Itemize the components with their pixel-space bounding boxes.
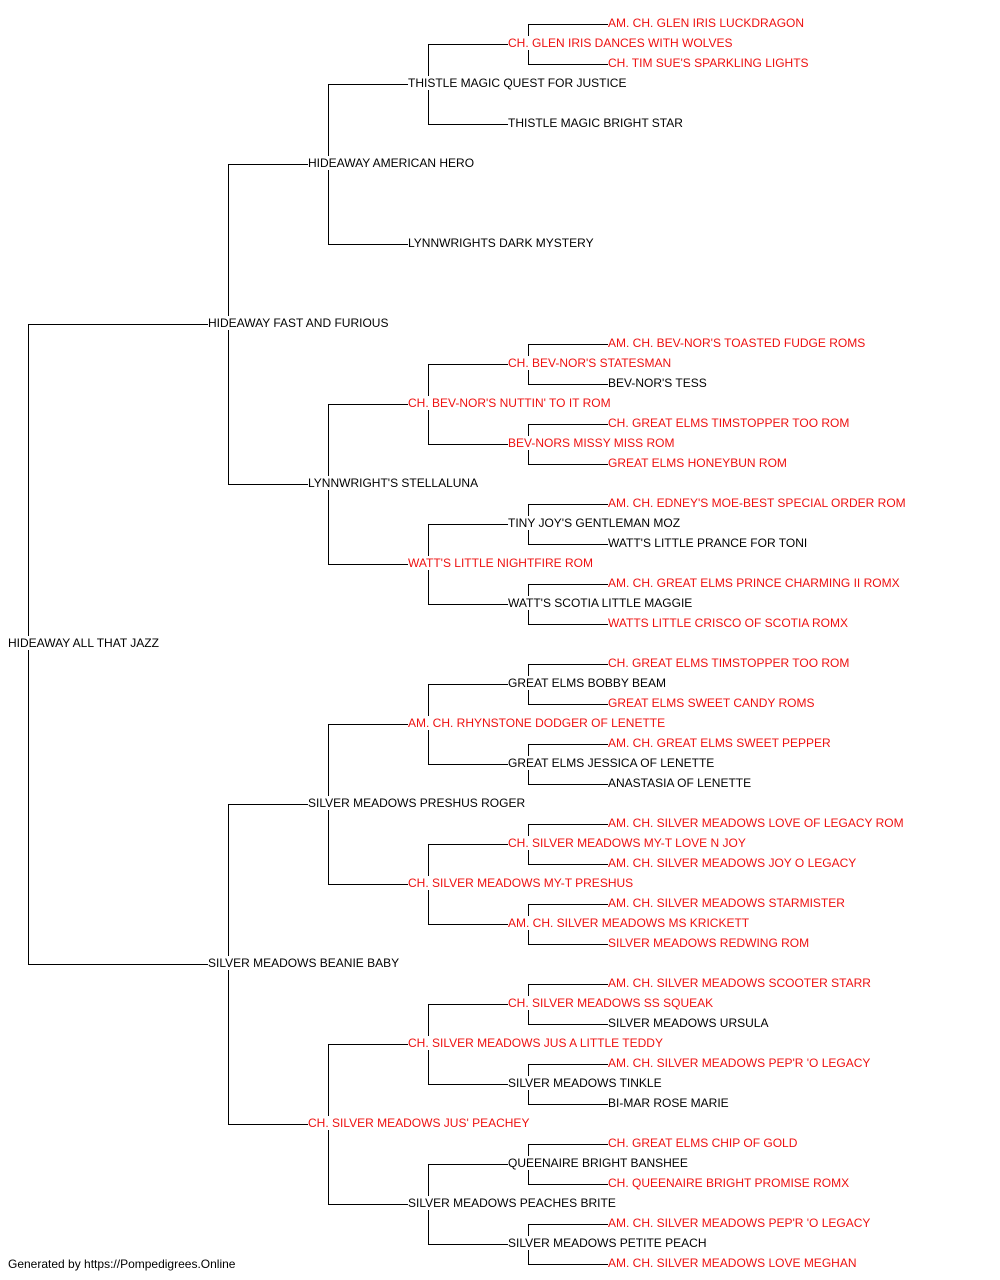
dog-name: HIDEAWAY FAST AND FURIOUS — [208, 316, 391, 330]
dog-name: GREAT ELMS SWEET CANDY ROMS — [608, 696, 817, 710]
dog-name: CH. GREAT ELMS CHIP OF GOLD — [608, 1136, 800, 1150]
dog-name: CH. GREAT ELMS TIMSTOPPER TOO ROM — [608, 656, 852, 670]
dog-name: SILVER MEADOWS BEANIE BABY — [208, 956, 402, 970]
dog-name: THISTLE MAGIC QUEST FOR JUSTICE — [408, 76, 629, 90]
dog-name: GREAT ELMS BOBBY BEAM — [508, 676, 669, 690]
dog-name: QUEENAIRE BRIGHT BANSHEE — [508, 1156, 690, 1170]
dog-name: CH. GLEN IRIS DANCES WITH WOLVES — [508, 36, 735, 50]
dog-name: CH. TIM SUE'S SPARKLING LIGHTS — [608, 56, 811, 70]
dog-name: AM. CH. SILVER MEADOWS SCOOTER STARR — [608, 976, 873, 990]
footer-credit: Generated by https://Pompedigrees.Online — [8, 1257, 236, 1271]
dog-name: AM. CH. GREAT ELMS SWEET PEPPER — [608, 736, 833, 750]
dog-name: BEV-NORS MISSY MISS ROM — [508, 436, 677, 450]
dog-name: THISTLE MAGIC BRIGHT STAR — [508, 116, 685, 130]
dog-name: CH. GREAT ELMS TIMSTOPPER TOO ROM — [608, 416, 852, 430]
dog-name: CH. SILVER MEADOWS SS SQUEAK — [508, 996, 716, 1010]
dog-name: SILVER MEADOWS PRESHUS ROGER — [308, 796, 528, 810]
dog-name: GREAT ELMS HONEYBUN ROM — [608, 456, 789, 470]
dog-name: CH. BEV-NOR'S STATESMAN — [508, 356, 674, 370]
dog-name: SILVER MEADOWS TINKLE — [508, 1076, 664, 1090]
dog-name: CH. SILVER MEADOWS JUS A LITTLE TEDDY — [408, 1036, 665, 1050]
dog-name: CH. SILVER MEADOWS MY-T LOVE N JOY — [508, 836, 748, 850]
dog-name: ANASTASIA OF LENETTE — [608, 776, 754, 790]
dog-name: CH. QUEENAIRE BRIGHT PROMISE ROMX — [608, 1176, 852, 1190]
dog-name: LYNNWRIGHTS DARK MYSTERY — [408, 236, 596, 250]
dog-name: AM. CH. SILVER MEADOWS MS KRICKETT — [508, 916, 752, 930]
dog-name: SILVER MEADOWS PEACHES BRITE — [408, 1196, 618, 1210]
dog-name: WATT'S SCOTIA LITTLE MAGGIE — [508, 596, 695, 610]
dog-name: AM. CH. SILVER MEADOWS LOVE MEGHAN — [608, 1256, 859, 1270]
dog-name: LYNNWRIGHT'S STELLALUNA — [308, 476, 481, 490]
dog-name: TINY JOY'S GENTLEMAN MOZ — [508, 516, 683, 530]
dog-name: GREAT ELMS JESSICA OF LENETTE — [508, 756, 717, 770]
dog-name: AM. CH. SILVER MEADOWS STARMISTER — [608, 896, 847, 910]
dog-name: CH. BEV-NOR'S NUTTIN' TO IT ROM — [408, 396, 613, 410]
dog-name: AM. CH. RHYNSTONE DODGER OF LENETTE — [408, 716, 668, 730]
dog-name: WATTS LITTLE CRISCO OF SCOTIA ROMX — [608, 616, 851, 630]
dog-name: WATT'S LITTLE PRANCE FOR TONI — [608, 536, 810, 550]
dog-name: CH. SILVER MEADOWS MY-T PRESHUS — [408, 876, 636, 890]
dog-name: AM. CH. SILVER MEADOWS PEP'R 'O LEGACY — [608, 1216, 873, 1230]
dog-name: HIDEAWAY ALL THAT JAZZ — [8, 636, 161, 650]
dog-name: SILVER MEADOWS PETITE PEACH — [508, 1236, 709, 1250]
dog-name: AM. CH. BEV-NOR'S TOASTED FUDGE ROMS — [608, 336, 868, 350]
dog-name: SILVER MEADOWS URSULA — [608, 1016, 771, 1030]
dog-name: CH. SILVER MEADOWS JUS' PEACHEY — [308, 1116, 532, 1130]
dog-name: BI-MAR ROSE MARIE — [608, 1096, 731, 1110]
dog-name: BEV-NOR'S TESS — [608, 376, 709, 390]
dog-name: AM. CH. SILVER MEADOWS JOY O LEGACY — [608, 856, 859, 870]
dog-name: HIDEAWAY AMERICAN HERO — [308, 156, 477, 170]
dog-name: AM. CH. EDNEY'S MOE-BEST SPECIAL ORDER R… — [608, 496, 908, 510]
dog-name: AM. CH. GREAT ELMS PRINCE CHARMING II RO… — [608, 576, 902, 590]
dog-name: AM. CH. GLEN IRIS LUCKDRAGON — [608, 16, 807, 30]
dog-name: WATT'S LITTLE NIGHTFIRE ROM — [408, 556, 595, 570]
dog-name: AM. CH. SILVER MEADOWS PEP'R 'O LEGACY — [608, 1056, 873, 1070]
dog-name: SILVER MEADOWS REDWING ROM — [608, 936, 812, 950]
dog-name: AM. CH. SILVER MEADOWS LOVE OF LEGACY RO… — [608, 816, 906, 830]
